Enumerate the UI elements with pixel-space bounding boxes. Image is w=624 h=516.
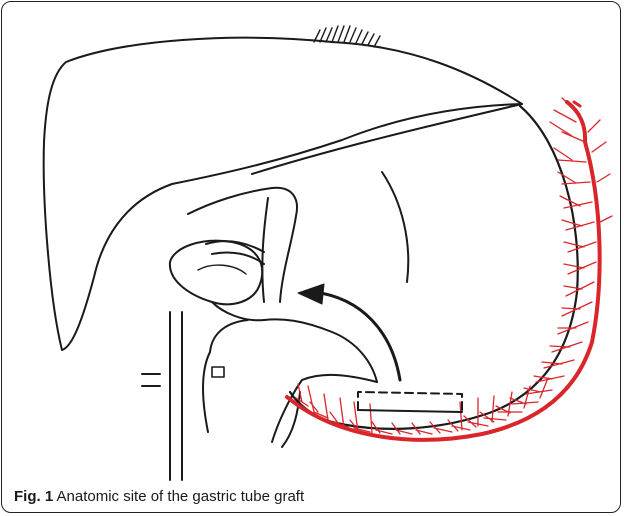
- gastric-tube-inner: [290, 106, 578, 429]
- liver-outline: [44, 38, 522, 350]
- gallbladder: [170, 241, 262, 305]
- duodenum: [212, 302, 377, 382]
- anastomosis-segment: [358, 392, 462, 412]
- figure-label: Fig. 1: [14, 488, 53, 505]
- liver-lobe-line: [252, 104, 522, 174]
- arrowhead: [298, 284, 324, 304]
- anatomic-illustration: [2, 2, 621, 482]
- figure-caption: Fig. 1 Anatomic site of the gastric tube…: [14, 486, 304, 508]
- transposition-arrow: [314, 292, 400, 380]
- vena-cava: [142, 312, 182, 480]
- figure-caption-text: Anatomic site of the gastric tube graft: [57, 488, 305, 505]
